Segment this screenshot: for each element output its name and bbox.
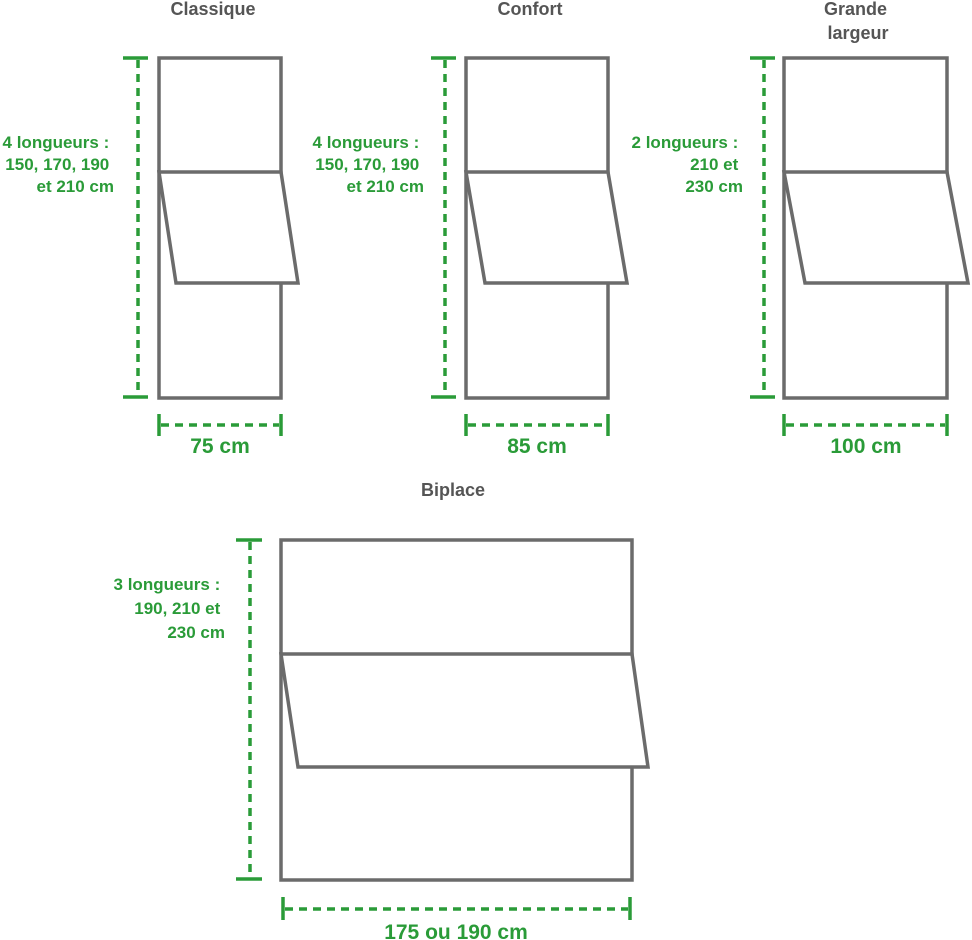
length-label-line: et 210 cm xyxy=(347,177,425,196)
length-label-line: 4 longueurs : xyxy=(313,133,420,152)
length-label: 4 longueurs : 150, 170, 190 et 210 cm xyxy=(3,133,114,196)
bed-title-line: Grande xyxy=(824,0,887,19)
bed-flap xyxy=(463,170,630,285)
length-label-line: 190, 210 et xyxy=(134,599,220,618)
width-label: 75 cm xyxy=(190,435,250,458)
length-label-line: et 210 cm xyxy=(37,177,115,196)
width-label: 175 ou 190 cm xyxy=(384,921,528,940)
length-dimension-line xyxy=(431,56,456,399)
width-dimension-line xyxy=(281,897,632,920)
length-label-line: 3 longueurs : xyxy=(114,575,221,594)
bed-flap xyxy=(278,652,651,769)
bed-confort: Confort 4 longueurs : 150, 170, 190 et 2… xyxy=(313,0,630,458)
width-label: 85 cm xyxy=(507,435,567,458)
length-label-line: 2 longueurs : xyxy=(632,133,739,152)
length-label-line: 150, 170, 190 xyxy=(315,155,419,174)
width-dimension-line xyxy=(157,414,283,436)
length-label: 2 longueurs : 210 et 230 cm xyxy=(632,133,743,196)
length-dimension-line xyxy=(123,56,148,399)
length-label-line: 230 cm xyxy=(167,623,225,642)
length-label-line: 210 et xyxy=(690,155,739,174)
length-dimension-line xyxy=(750,56,775,399)
bed-title-line: largeur xyxy=(827,23,888,43)
length-label: 4 longueurs : 150, 170, 190 et 210 cm xyxy=(313,133,424,196)
bed-classique: Classique 4 longueurs : 150, 170, 190 et… xyxy=(3,0,301,458)
bed-flap xyxy=(156,170,301,285)
bed-grande-largeur: Grande largeur 2 longueurs : 210 et 230 … xyxy=(632,0,971,458)
bed-title: Classique xyxy=(170,0,255,19)
bed-flap xyxy=(781,170,971,285)
length-label: 3 longueurs : 190, 210 et 230 cm xyxy=(114,575,225,642)
bed-title: Grande largeur xyxy=(824,0,892,43)
bed-biplace: Biplace 3 longueurs : 190, 210 et 230 cm… xyxy=(114,480,651,940)
length-dimension-line xyxy=(236,538,262,881)
width-dimension-line xyxy=(464,414,610,436)
width-dimension-line xyxy=(782,414,949,436)
length-label-line: 4 longueurs : xyxy=(3,133,110,152)
bed-title: Biplace xyxy=(421,480,485,500)
bed-title: Confort xyxy=(498,0,563,19)
length-label-line: 230 cm xyxy=(685,177,743,196)
width-label: 100 cm xyxy=(830,435,901,458)
length-label-line: 150, 170, 190 xyxy=(5,155,109,174)
